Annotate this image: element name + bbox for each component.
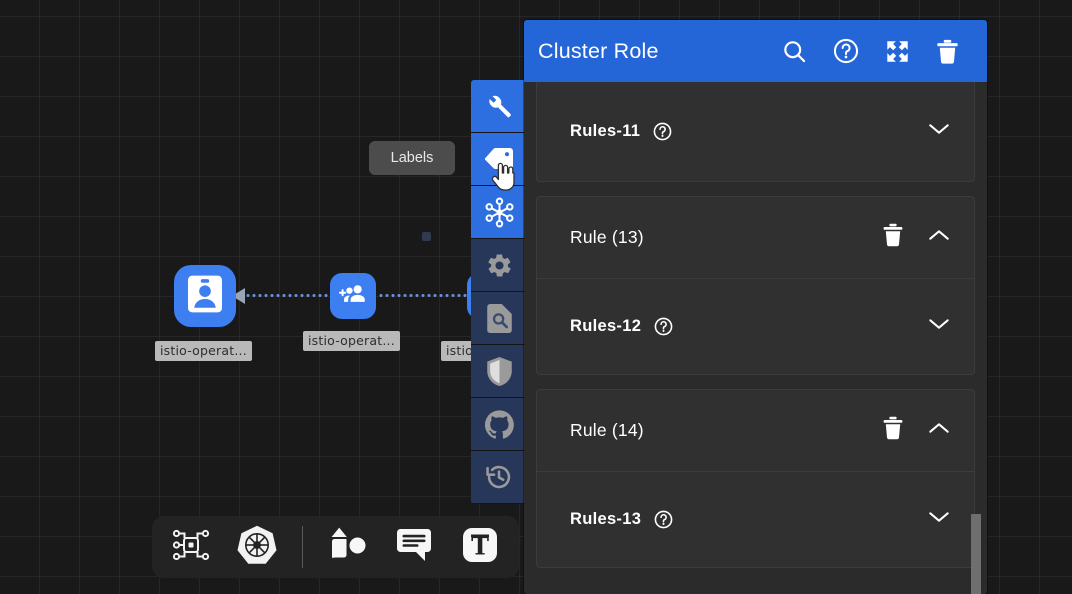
- add-users-icon: [339, 283, 367, 310]
- rules-card: Rules-11: [536, 82, 975, 182]
- rule-body: Rules-12: [537, 279, 974, 374]
- panel-scrollbar-thumb[interactable]: [971, 514, 981, 594]
- panel-header: Cluster Role: [524, 20, 987, 82]
- labels-tooltip-text: Labels: [390, 150, 434, 166]
- rules-row[interactable]: Rules-13: [570, 472, 950, 567]
- canvas-marker-dot: [422, 232, 431, 241]
- chevron-up-icon[interactable]: [928, 421, 950, 440]
- delete-icon[interactable]: [882, 223, 904, 252]
- rules-label: Rules-12: [570, 317, 642, 335]
- toolbar-item-inspect[interactable]: [471, 292, 527, 345]
- node-label-role-binding: istio-operat...: [303, 331, 400, 351]
- node-label-service-account: istio-operat...: [155, 341, 252, 361]
- rules-label: Rules-13: [570, 510, 642, 528]
- rule-body: Rules-13: [537, 472, 974, 567]
- delete-icon[interactable]: [936, 39, 959, 64]
- chevron-down-icon[interactable]: [928, 317, 950, 336]
- toolbar-item-github[interactable]: [471, 398, 527, 451]
- bottom-toolbar: T: [152, 516, 519, 578]
- expand-icon[interactable]: [885, 39, 910, 64]
- toolbar-item-history[interactable]: [471, 451, 527, 504]
- rule-card: Rule (13): [536, 196, 975, 375]
- bottom-tool-text[interactable]: T: [455, 522, 505, 572]
- text-tool-icon: T: [460, 525, 500, 570]
- cluster-nodes-icon: [484, 197, 515, 228]
- tag-icon: [484, 146, 514, 172]
- history-icon: [485, 463, 513, 491]
- rules-row[interactable]: Rules-12: [570, 279, 950, 374]
- wrench-icon: [486, 93, 513, 120]
- toolbar-item-settings[interactable]: [471, 239, 527, 292]
- rules-label: Rules-11: [570, 122, 641, 140]
- help-icon[interactable]: [654, 510, 673, 529]
- rule-actions: [882, 416, 950, 445]
- panel-scrollbar-track[interactable]: [971, 82, 984, 594]
- kubernetes-icon: [236, 524, 278, 571]
- rule-label: Rule (13): [570, 227, 644, 247]
- bottom-tool-circuit[interactable]: [166, 522, 216, 572]
- github-icon: [484, 409, 514, 439]
- chevron-down-icon[interactable]: [928, 122, 950, 141]
- svg-text:T: T: [471, 531, 489, 560]
- bottom-tool-comment[interactable]: [389, 522, 439, 572]
- bottom-tool-kubernetes[interactable]: [232, 522, 282, 572]
- rules-row[interactable]: Rules-11: [537, 82, 974, 181]
- panel-header-actions: [782, 38, 959, 64]
- rule-label: Rule (14): [570, 420, 644, 440]
- vertical-toolbar: [471, 80, 527, 504]
- id-badge-icon: [188, 275, 222, 318]
- toolbar-item-cluster[interactable]: [471, 186, 527, 239]
- chevron-down-icon[interactable]: [928, 510, 950, 529]
- help-icon[interactable]: [654, 317, 673, 336]
- bottom-tool-shapes[interactable]: [323, 522, 373, 572]
- chevron-up-icon[interactable]: [928, 228, 950, 247]
- labels-tooltip: Labels: [369, 141, 455, 175]
- circuit-chip-icon: [171, 525, 211, 570]
- document-search-icon: [486, 303, 513, 333]
- help-icon[interactable]: [833, 38, 859, 64]
- help-icon[interactable]: [653, 122, 672, 141]
- shield-icon: [486, 356, 513, 386]
- panel-body[interactable]: Rules-11: [524, 82, 987, 594]
- node-label-cluster-role: istio: [441, 341, 479, 361]
- graph-edge-2: [378, 294, 498, 297]
- rule-row[interactable]: Rule (13): [537, 197, 974, 279]
- rule-row[interactable]: Rule (14): [537, 390, 974, 472]
- node-role-binding[interactable]: [330, 273, 376, 319]
- search-icon[interactable]: [782, 39, 807, 64]
- toolbar-item-labels[interactable]: [471, 133, 527, 191]
- delete-icon[interactable]: [882, 416, 904, 445]
- toolbar-item-wrench[interactable]: [471, 80, 527, 133]
- rule-actions: [882, 223, 950, 252]
- toolbar-separator: [302, 526, 303, 568]
- shapes-icon: [327, 524, 369, 571]
- graph-edge-1: [245, 294, 355, 297]
- node-service-account[interactable]: [174, 265, 236, 327]
- gear-icon: [486, 252, 513, 279]
- cluster-role-panel: Cluster Role: [524, 20, 987, 594]
- rule-card: Rule (14): [536, 389, 975, 568]
- page-title: Cluster Role: [538, 38, 659, 63]
- toolbar-item-security[interactable]: [471, 345, 527, 398]
- comment-icon: [394, 526, 434, 569]
